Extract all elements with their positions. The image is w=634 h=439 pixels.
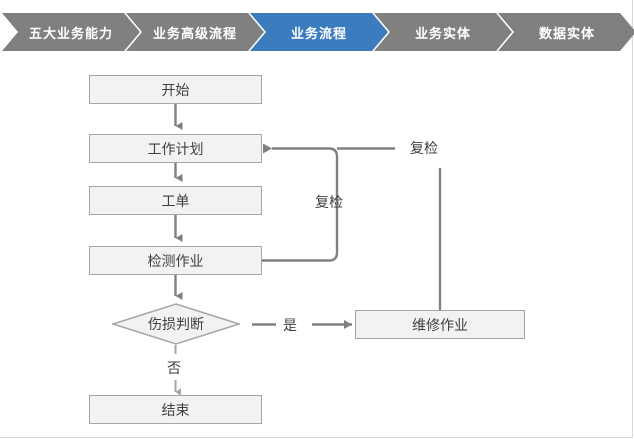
- edge-label-recheck-right-text: 复检: [410, 140, 438, 156]
- diamond-shape: [112, 303, 240, 345]
- breadcrumb-step-2-label: 业务高级流程: [152, 25, 237, 41]
- node-work-plan[interactable]: 工作计划: [89, 134, 262, 163]
- breadcrumb-step-4-label: 业务实体: [414, 25, 471, 41]
- node-start-label: 开始: [161, 81, 190, 98]
- node-inspection[interactable]: 检测作业: [89, 246, 262, 275]
- edge-label-no: 否: [167, 358, 181, 378]
- node-work-plan-label: 工作计划: [147, 140, 204, 157]
- node-end[interactable]: 结束: [89, 395, 262, 424]
- breadcrumb-step-1-label: 五大业务能力: [28, 25, 113, 41]
- node-end-label: 结束: [161, 401, 190, 418]
- edge-label-no-text: 否: [167, 360, 181, 376]
- edge-inspection-recheck-to-workplan: [262, 143, 339, 262]
- node-repair-label: 维修作业: [412, 316, 468, 333]
- edge-label-yes-text: 是: [283, 317, 297, 333]
- edge-label-yes: 是: [283, 315, 297, 335]
- breadcrumb-step-3-label: 业务流程: [290, 25, 347, 41]
- node-damage-decision[interactable]: 伤损判断: [112, 303, 240, 345]
- node-inspection-label: 检测作业: [147, 252, 204, 269]
- edge-label-recheck-middle: 复检: [315, 192, 343, 212]
- breadcrumb-step-3[interactable]: 业务流程: [250, 13, 388, 51]
- breadcrumb-step-2[interactable]: 业务高级流程: [126, 13, 264, 51]
- node-damage-decision-label: 伤损判断: [148, 316, 204, 332]
- breadcrumb-step-4[interactable]: 业务实体: [374, 13, 512, 51]
- breadcrumb-step-1[interactable]: 五大业务能力: [2, 13, 140, 51]
- edge-label-recheck-right: 复检: [410, 138, 438, 158]
- breadcrumb-step-5-label: 数据实体: [538, 25, 595, 41]
- node-work-order[interactable]: 工单: [89, 186, 262, 215]
- breadcrumb: 五大业务能力 业务高级流程 业务流程 业务实体 数据实体: [0, 13, 634, 51]
- edge-label-recheck-middle-text: 复检: [315, 194, 343, 210]
- node-repair[interactable]: 维修作业: [355, 310, 525, 339]
- breadcrumb-step-5[interactable]: 数据实体: [498, 13, 634, 51]
- node-work-order-label: 工单: [161, 192, 190, 209]
- node-start[interactable]: 开始: [89, 75, 262, 104]
